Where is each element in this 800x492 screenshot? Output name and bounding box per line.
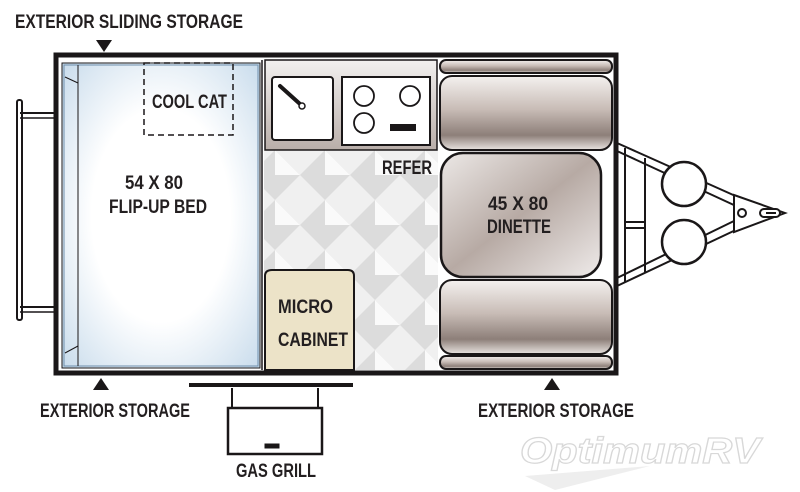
dinette: 45 X 80 DINETTE: [439, 59, 613, 370]
kitchen-counter: [264, 59, 438, 151]
stove: [341, 76, 431, 146]
faucet-icon: [278, 84, 302, 106]
spare-tire: [660, 218, 708, 266]
arrow-up-icon: [544, 378, 560, 390]
watermark-text: OptimumRV: [520, 430, 763, 471]
arrow-up-icon: [93, 378, 109, 390]
flip-up-bed: COOL CAT 54 X 80 FLIP-UP BED: [61, 62, 261, 369]
exterior-storage-right-label: EXTERIOR STORAGE: [478, 401, 634, 422]
cabinet-label: CABINET: [278, 330, 348, 351]
stove-controls: [390, 124, 416, 131]
exterior-sliding-storage-label: EXTERIOR SLIDING STORAGE: [15, 12, 243, 33]
dinette-table: [439, 151, 603, 279]
micro-label: MICRO: [278, 297, 333, 318]
micro-cabinet: MICRO CABINET: [264, 269, 355, 371]
spare-tire: [660, 160, 708, 208]
bed-name-label: FLIP-UP BED: [109, 197, 207, 218]
refer-label: REFER: [382, 158, 432, 179]
optimumrv-watermark: OptimumRV: [519, 429, 764, 490]
cool-cat-unit: [143, 62, 234, 136]
burner-icons: [353, 85, 421, 134]
dinette-seat-bottom: [439, 279, 613, 355]
dinette-size-label: 45 X 80: [488, 194, 548, 215]
gas-grill: [189, 383, 353, 456]
dinette-seat-top: [439, 75, 613, 151]
gas-grill-label: GAS GRILL: [236, 461, 316, 482]
dinette-name-label: DINETTE: [487, 217, 551, 238]
rear-bumper: [16, 99, 55, 321]
tongue-hitch: [616, 142, 788, 287]
cool-cat-label: COOL CAT: [152, 92, 227, 113]
exterior-storage-left-label: EXTERIOR STORAGE: [40, 401, 190, 422]
arrow-down-icon: [96, 40, 112, 52]
bed-size-label: 54 X 80: [125, 173, 183, 194]
